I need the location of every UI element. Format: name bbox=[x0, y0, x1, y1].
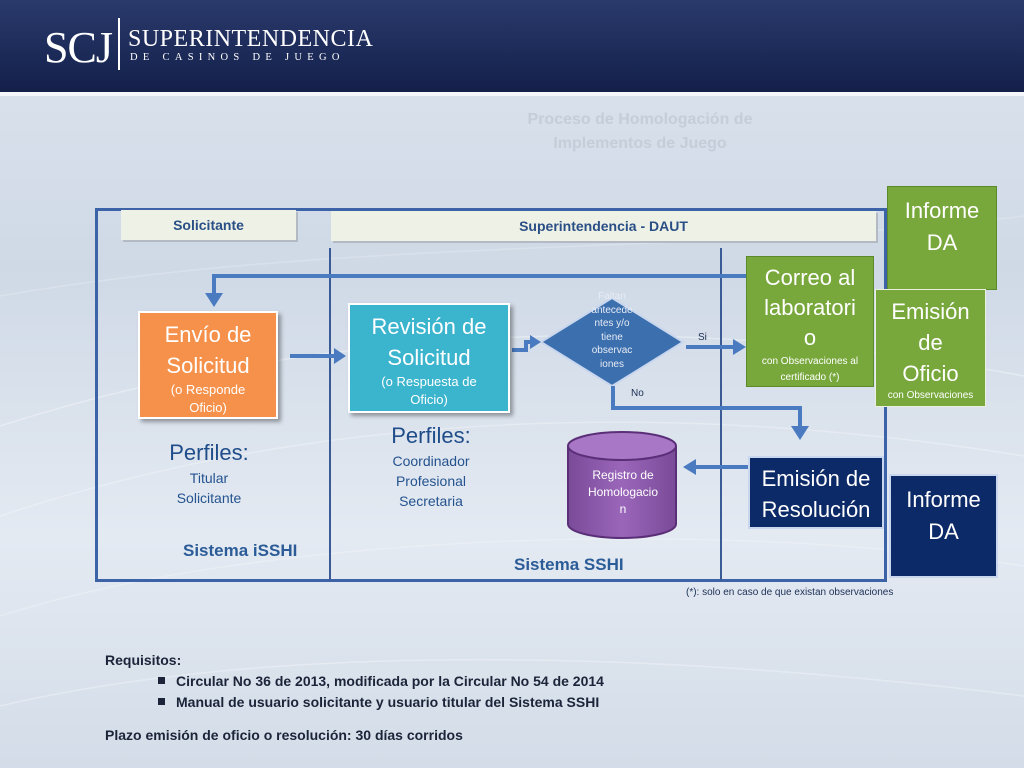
perfiles-right-line-3: Secretaria bbox=[399, 493, 463, 509]
resolucion-line-2: Resolución bbox=[761, 497, 871, 522]
informe-da-top-box: Informe DA bbox=[887, 186, 997, 290]
informe-bottom-line-2: DA bbox=[928, 519, 959, 544]
requisitos-list: Circular No 36 de 2013, modificada por l… bbox=[158, 671, 604, 713]
perfiles-superintendencia: Perfiles: Coordinador Profesional Secret… bbox=[366, 421, 496, 511]
registro-line-1: Registro de bbox=[592, 468, 654, 482]
decision-line-5: observac bbox=[591, 345, 633, 356]
oficio-title-line-3: Oficio bbox=[902, 361, 959, 386]
correo-title-line-1: Correo al bbox=[764, 265, 856, 290]
correo-sub-line-2: certificado (*) bbox=[780, 372, 840, 383]
envio-title-line-1: Envío de bbox=[164, 322, 252, 347]
logo-title: SUPERINTENDENCIA bbox=[128, 26, 374, 52]
sistema-sshi-label: Sistema SSHI bbox=[514, 555, 624, 574]
decision-line-4: tiene bbox=[601, 331, 623, 343]
decision-line-1: Faltan bbox=[598, 291, 626, 302]
registro-line-2: Homologacio bbox=[587, 485, 659, 499]
perfiles-left-title: Perfiles: bbox=[169, 440, 249, 465]
informe-da-bottom-box: Informe DA bbox=[889, 474, 998, 578]
perfiles-solicitante: Perfiles: Titular Solicitante bbox=[148, 438, 270, 508]
resolucion-line-1: Emisión de bbox=[761, 466, 871, 491]
perfiles-right-title: Perfiles: bbox=[391, 423, 471, 448]
revision-title-line-2: Solicitud bbox=[387, 345, 471, 370]
perfiles-right-line-2: Profesional bbox=[395, 473, 467, 489]
envio-title-line-2: Solicitud bbox=[166, 353, 250, 378]
envio-sub-line-2: Oficio) bbox=[189, 400, 227, 415]
requisitos-heading: Requisitos: bbox=[105, 652, 182, 668]
requisito-text: Circular No 36 de 2013, modificada por l… bbox=[176, 673, 604, 689]
lane-header-solicitante: Solicitante bbox=[121, 210, 296, 240]
emision-oficio-box: Emisión de Oficio con Observaciones bbox=[875, 289, 986, 407]
bullet-icon bbox=[158, 677, 165, 684]
plazo-text: Plazo emisión de oficio o resolución: 30… bbox=[105, 727, 463, 743]
header-banner: SCJ SUPERINTENDENCIA DE CASINOS DE JUEGO bbox=[0, 0, 1024, 92]
correo-title-line-2: laboratori bbox=[764, 295, 856, 320]
revision-title-line-1: Revisión de bbox=[371, 314, 487, 339]
sistema-isshi-label: Sistema iSSHI bbox=[183, 541, 298, 560]
envio-solicitud-box: Envío de Solicitud (o Responde Oficio) bbox=[138, 311, 278, 419]
perfiles-left-line-2: Solicitante bbox=[176, 490, 242, 506]
no-label: No bbox=[631, 388, 644, 399]
logo-abbreviation: SCJ bbox=[44, 23, 113, 72]
footnote: (*): solo en caso de que existan observa… bbox=[686, 587, 894, 598]
perfiles-left-line-1: Titular bbox=[189, 470, 229, 486]
oficio-title-line-1: Emisión bbox=[891, 299, 970, 324]
decision-text: Faltan antecede ntes y/o tiene observac … bbox=[576, 290, 648, 371]
requisito-item: Manual de usuario solicitante y usuario … bbox=[158, 692, 604, 713]
bullet-icon bbox=[158, 698, 165, 705]
title-line-1: Proceso de Homologación de bbox=[527, 111, 753, 128]
revision-sub-line-2: Oficio) bbox=[410, 392, 448, 407]
perfiles-right-line-1: Coordinador bbox=[392, 453, 470, 469]
si-label: Si bbox=[698, 332, 707, 343]
diagram-title: Proceso de Homologación de Implementos d… bbox=[480, 108, 800, 156]
oficio-title-line-2: de bbox=[918, 330, 943, 355]
informe-top-line-1: Informe bbox=[904, 198, 980, 223]
correo-title-line-3: o bbox=[803, 325, 817, 350]
lane-divider-right bbox=[720, 248, 722, 580]
envio-sub-line-1: (o Responde bbox=[170, 382, 246, 397]
informe-top-line-2: DA bbox=[926, 230, 958, 255]
correo-sub-line-1: con Observaciones al bbox=[761, 356, 859, 367]
revision-solicitud-box: Revisión de Solicitud (o Respuesta de Of… bbox=[348, 303, 510, 413]
oficio-sub: con Observaciones bbox=[887, 390, 974, 401]
decision-line-6: iones bbox=[600, 358, 624, 370]
revision-sub-line-1: (o Respuesta de bbox=[381, 374, 477, 389]
emision-resolucion-box: Emisión de Resolución bbox=[748, 456, 884, 529]
decision-line-2: antecede bbox=[591, 304, 633, 316]
registro-line-3: n bbox=[619, 502, 627, 516]
decision-line-3: ntes y/o bbox=[594, 318, 630, 329]
title-line-2: Implementos de Juego bbox=[553, 135, 727, 152]
requisito-text: Manual de usuario solicitante y usuario … bbox=[176, 694, 600, 710]
correo-laboratorio-box: Correo al laboratori o con Observaciones… bbox=[746, 256, 874, 387]
informe-bottom-line-1: Informe bbox=[906, 487, 981, 512]
requisito-item: Circular No 36 de 2013, modificada por l… bbox=[158, 671, 604, 692]
header-divider bbox=[0, 92, 1024, 96]
logo-subtitle: DE CASINOS DE JUEGO bbox=[130, 52, 345, 63]
lane-divider-left bbox=[329, 248, 331, 580]
logo-divider bbox=[118, 18, 120, 70]
registro-text: Registro de Homologacio n bbox=[572, 467, 674, 518]
lane-header-superintendencia: Superintendencia - DAUT bbox=[331, 211, 876, 241]
